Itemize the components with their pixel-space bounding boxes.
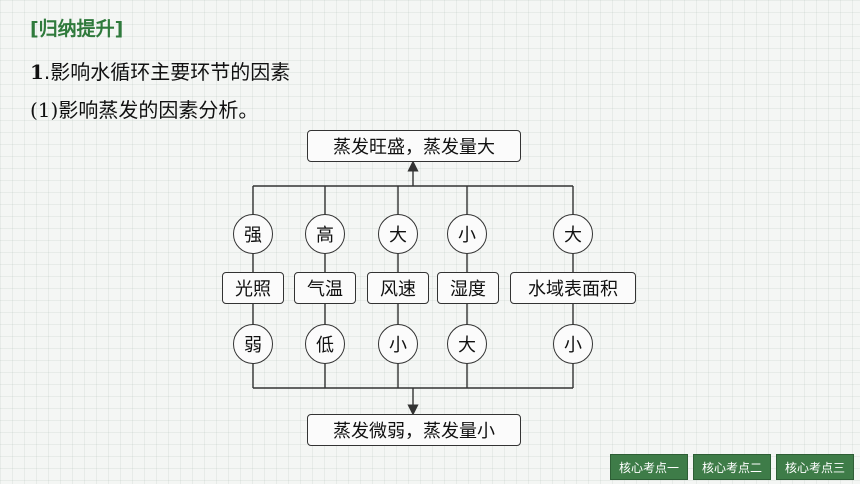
bottom-result-box: 蒸发微弱，蒸发量小 [307,414,521,446]
factor-label: 光照 [222,272,284,304]
nav-button-core-point-1[interactable]: 核心考点一 [610,454,688,480]
nav-button-core-point-3[interactable]: 核心考点三 [776,454,854,480]
factor-high-circle: 大 [378,214,418,254]
factor-high-circle: 高 [305,214,345,254]
factor-label: 湿度 [437,272,499,304]
factor-high-circle: 小 [447,214,487,254]
subheading-number: (1) [30,98,59,122]
factor-label: 气温 [294,272,356,304]
subheading: (1)影响蒸发的因素分析。 [30,94,258,123]
heading: 1.影响水循环主要环节的因素 [30,56,290,85]
factor-low-circle: 低 [305,324,345,364]
subheading-text: 影响蒸发的因素分析。 [58,98,259,122]
section-tag: [归纳提升] [30,18,124,40]
factor-high-circle: 强 [233,214,273,254]
nav-button-core-point-2[interactable]: 核心考点二 [693,454,771,480]
heading-text: .影响水循环主要环节的因素 [43,60,291,84]
factor-low-circle: 弱 [233,324,273,364]
factor-low-circle: 小 [378,324,418,364]
heading-number: 1 [30,60,44,84]
factor-low-circle: 小 [553,324,593,364]
factor-label: 水域表面积 [510,272,636,304]
factor-low-circle: 大 [447,324,487,364]
factor-label: 风速 [367,272,429,304]
top-result-box: 蒸发旺盛，蒸发量大 [307,130,521,162]
factor-high-circle: 大 [553,214,593,254]
